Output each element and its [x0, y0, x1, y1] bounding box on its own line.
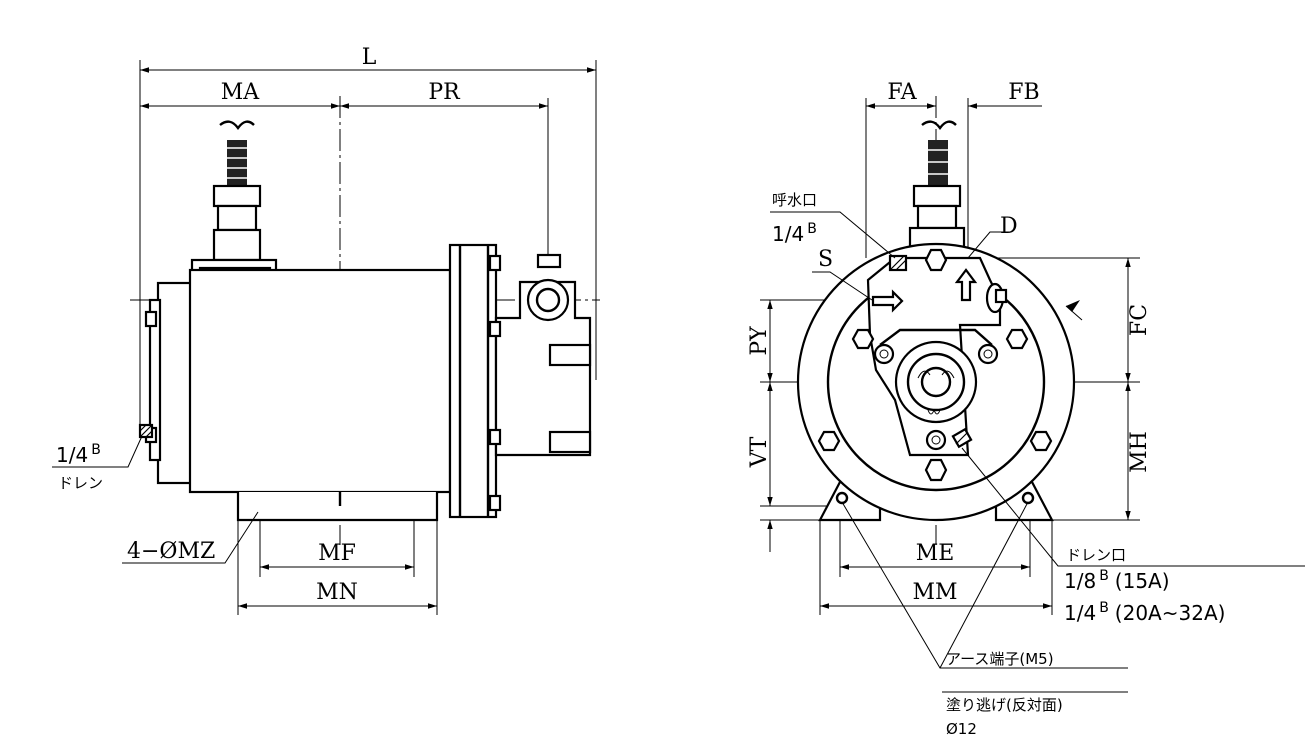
drain-port-line1-size: 1/8 [1064, 569, 1096, 593]
drain-port-line2-superscript: B [1099, 600, 1109, 616]
dim-label-FA: FA [887, 80, 917, 105]
dim-label-L: L [362, 45, 377, 70]
front-view [760, 96, 1305, 693]
priming-port-label: 呼水口 [772, 191, 817, 209]
drain-label: ドレン [58, 474, 103, 492]
dim-label-VT: VT [747, 436, 772, 468]
dim-label-PY: PY [747, 326, 772, 356]
drain-port-line1-note: (15A) [1115, 569, 1170, 593]
dim-label-MM: MM [912, 580, 957, 605]
priming-port-size: 1/4 [772, 222, 804, 246]
dim-label-MH: MH [1127, 431, 1152, 473]
drain-port-line2-size: 1/4 [1064, 601, 1096, 625]
earth-terminal-label: アース端子(M5) [946, 650, 1054, 668]
dim-label-MN: MN [316, 580, 358, 605]
drain-port-label: ドレン口 [1066, 546, 1126, 564]
drain-superscript: B [91, 442, 101, 458]
label-S: S [818, 247, 833, 272]
drain-size: 1/4 [56, 443, 88, 467]
paint-relief-size: Ø12 [946, 720, 977, 738]
dim-label-MF: MF [318, 541, 356, 566]
dim-label-FB: FB [1008, 80, 1039, 105]
paint-relief-label: 塗り逃げ(反対面) [946, 696, 1063, 714]
label-D: D [1000, 214, 1018, 239]
dim-label-PR: PR [428, 80, 461, 105]
dim-label-FC: FC [1127, 304, 1152, 336]
dim-label-MA: MA [221, 80, 261, 105]
drain-port-line2-note: (20A~32A) [1115, 601, 1226, 625]
side-view [52, 60, 600, 615]
drain-port-line1-superscript: B [1099, 568, 1109, 584]
priming-port-superscript: B [807, 221, 817, 237]
dim-label-ME: ME [916, 541, 955, 566]
bolt-hole-callout: 4−ØMZ [127, 539, 215, 564]
